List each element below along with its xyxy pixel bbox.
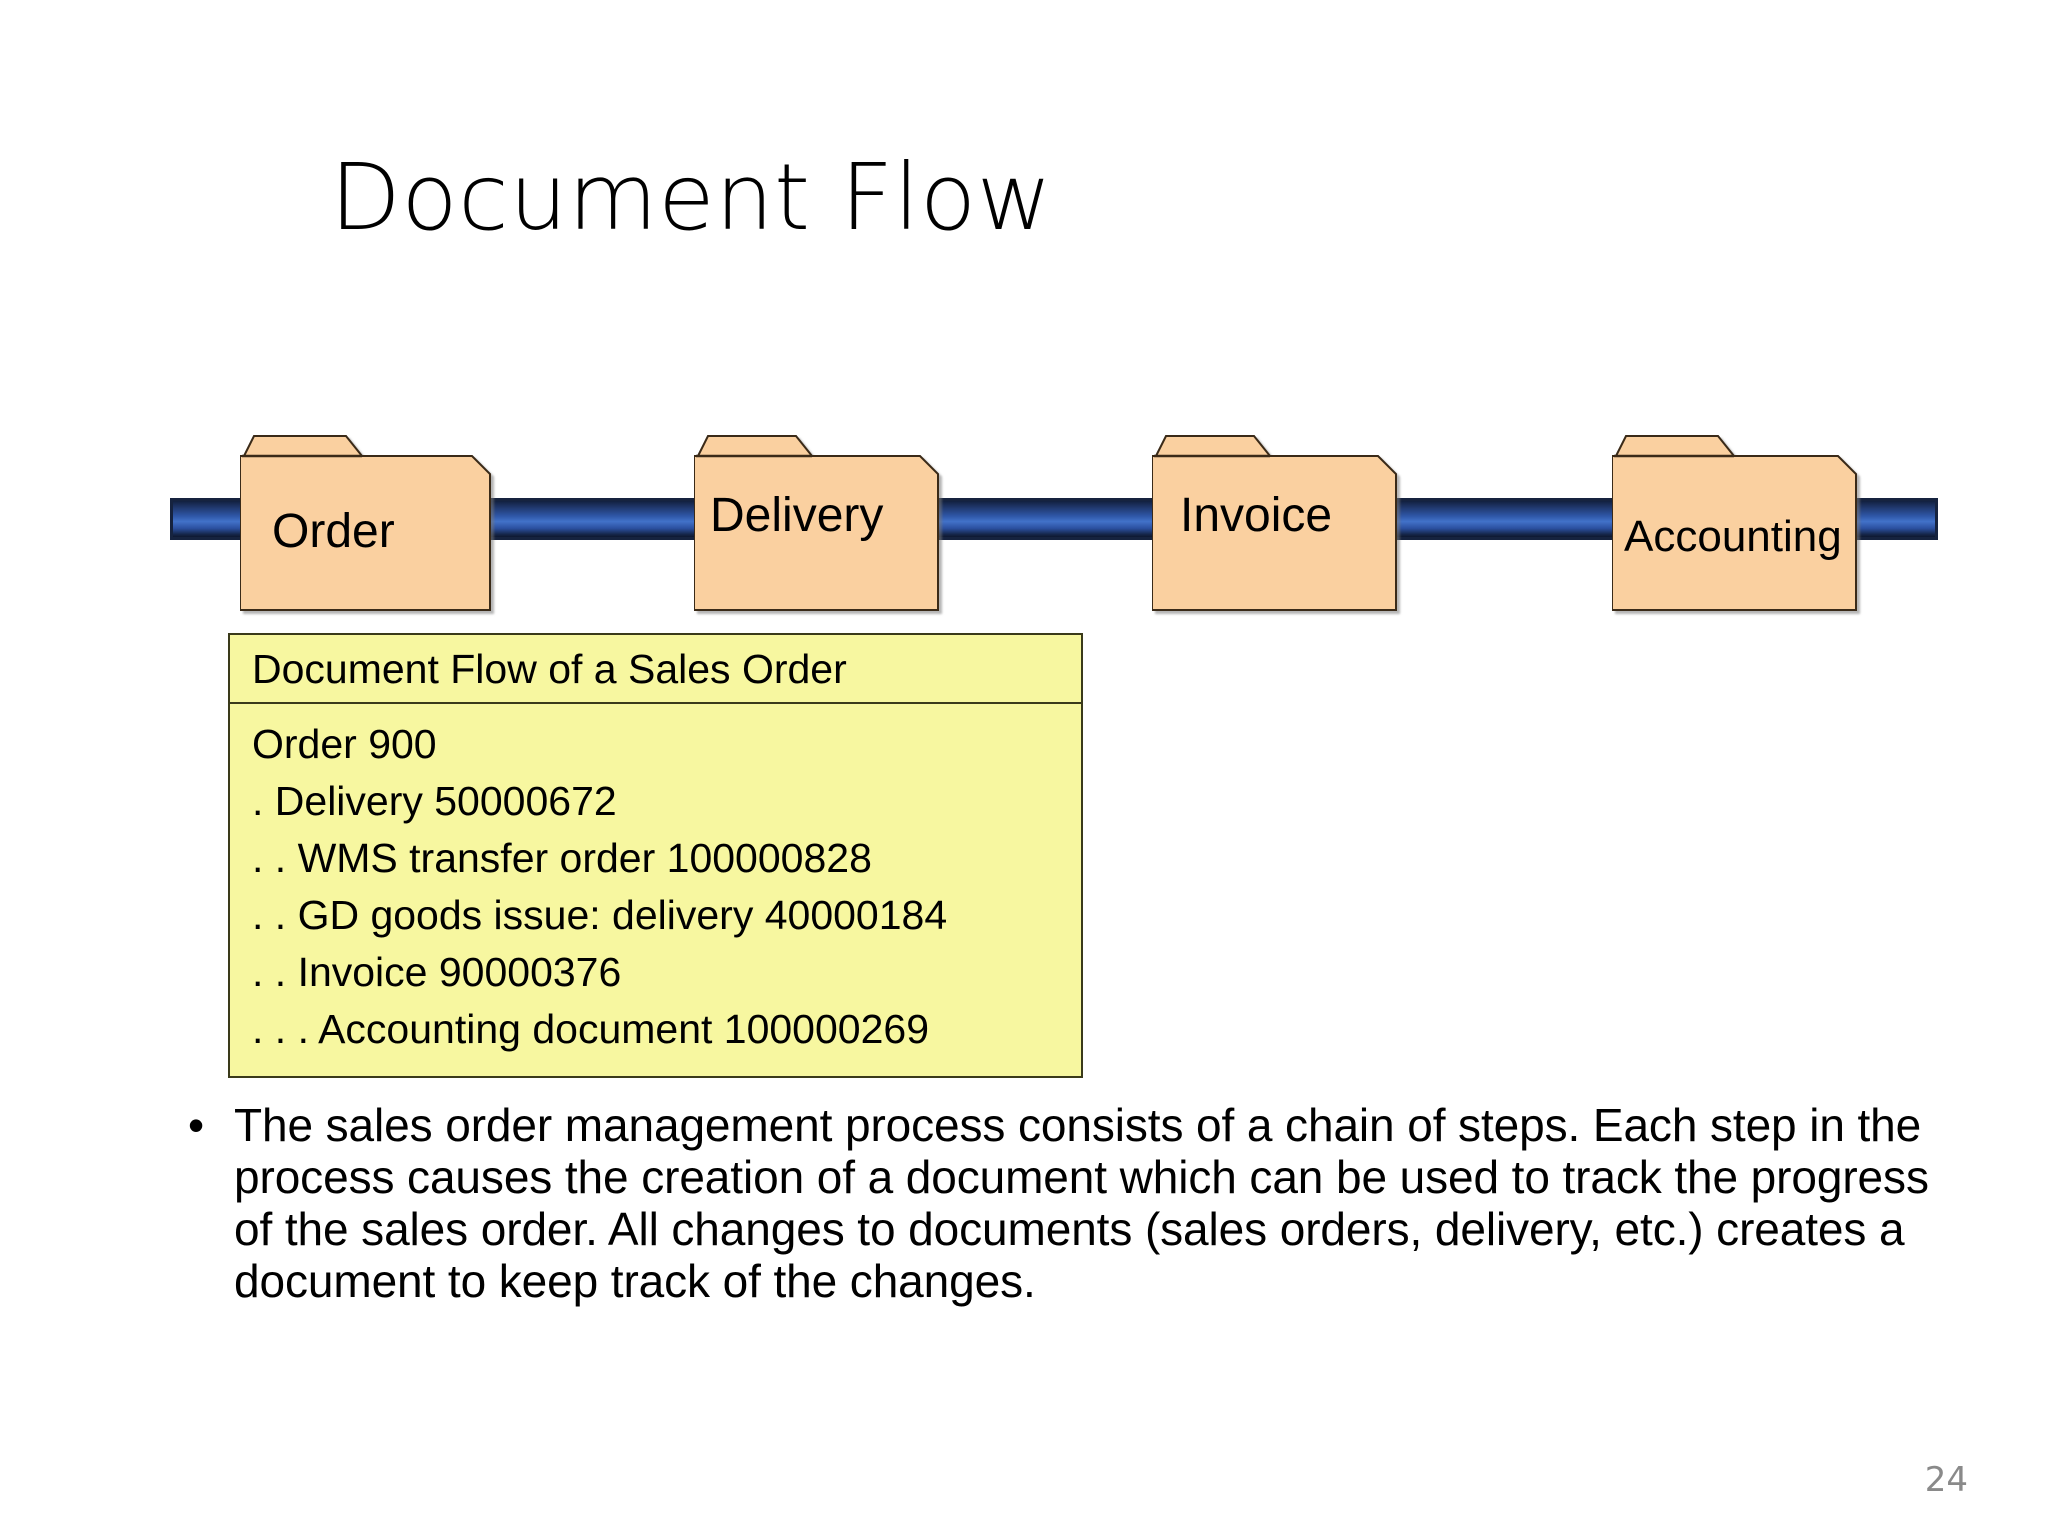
callout-line: . . . Accounting document 100000269 (252, 1006, 930, 1052)
flow-connector-0 (170, 498, 258, 540)
folder-node-accounting (1612, 434, 1858, 612)
folder-icon (694, 435, 939, 611)
callout-line: Order 900 (252, 721, 437, 767)
flow-connector-2 (922, 498, 1170, 540)
body-bullet: • The sales order management process con… (182, 1099, 1972, 1308)
callout-line: . . WMS transfer order 100000828 (252, 835, 872, 881)
flow-connector-1 (472, 498, 712, 540)
page-number: 24 (1924, 1460, 1968, 1500)
folder-label-invoice: Invoice (1180, 489, 1333, 542)
folder-label-delivery: Delivery (710, 489, 884, 542)
document-flow-callout: Document Flow of a Sales Order Order 900… (228, 633, 1083, 1078)
callout-line: . Delivery 50000672 (252, 778, 617, 824)
folder-node-delivery (694, 434, 940, 612)
folder-icon (1152, 435, 1397, 611)
folder-icon (1612, 435, 1857, 611)
callout-line: . . GD goods issue: delivery 40000184 (252, 892, 948, 938)
callout-line: . . Invoice 90000376 (252, 949, 622, 995)
flow-connector-3 (1378, 498, 1630, 540)
callout-line-list: Order 900 . Delivery 50000672 . . WMS tran… (230, 704, 1081, 1076)
body-paragraph: The sales order management process consi… (234, 1099, 1929, 1307)
folder-label-accounting: Accounting (1624, 512, 1842, 561)
page-title: Document Flow (330, 144, 1053, 251)
flow-connector-4 (1838, 498, 1938, 540)
folder-node-order (240, 434, 492, 612)
folder-node-invoice (1152, 434, 1398, 612)
folder-label-order: Order (272, 505, 395, 558)
folder-icon (240, 435, 491, 611)
callout-header: Document Flow of a Sales Order (230, 635, 1081, 704)
bullet-marker-icon: • (188, 1099, 205, 1151)
